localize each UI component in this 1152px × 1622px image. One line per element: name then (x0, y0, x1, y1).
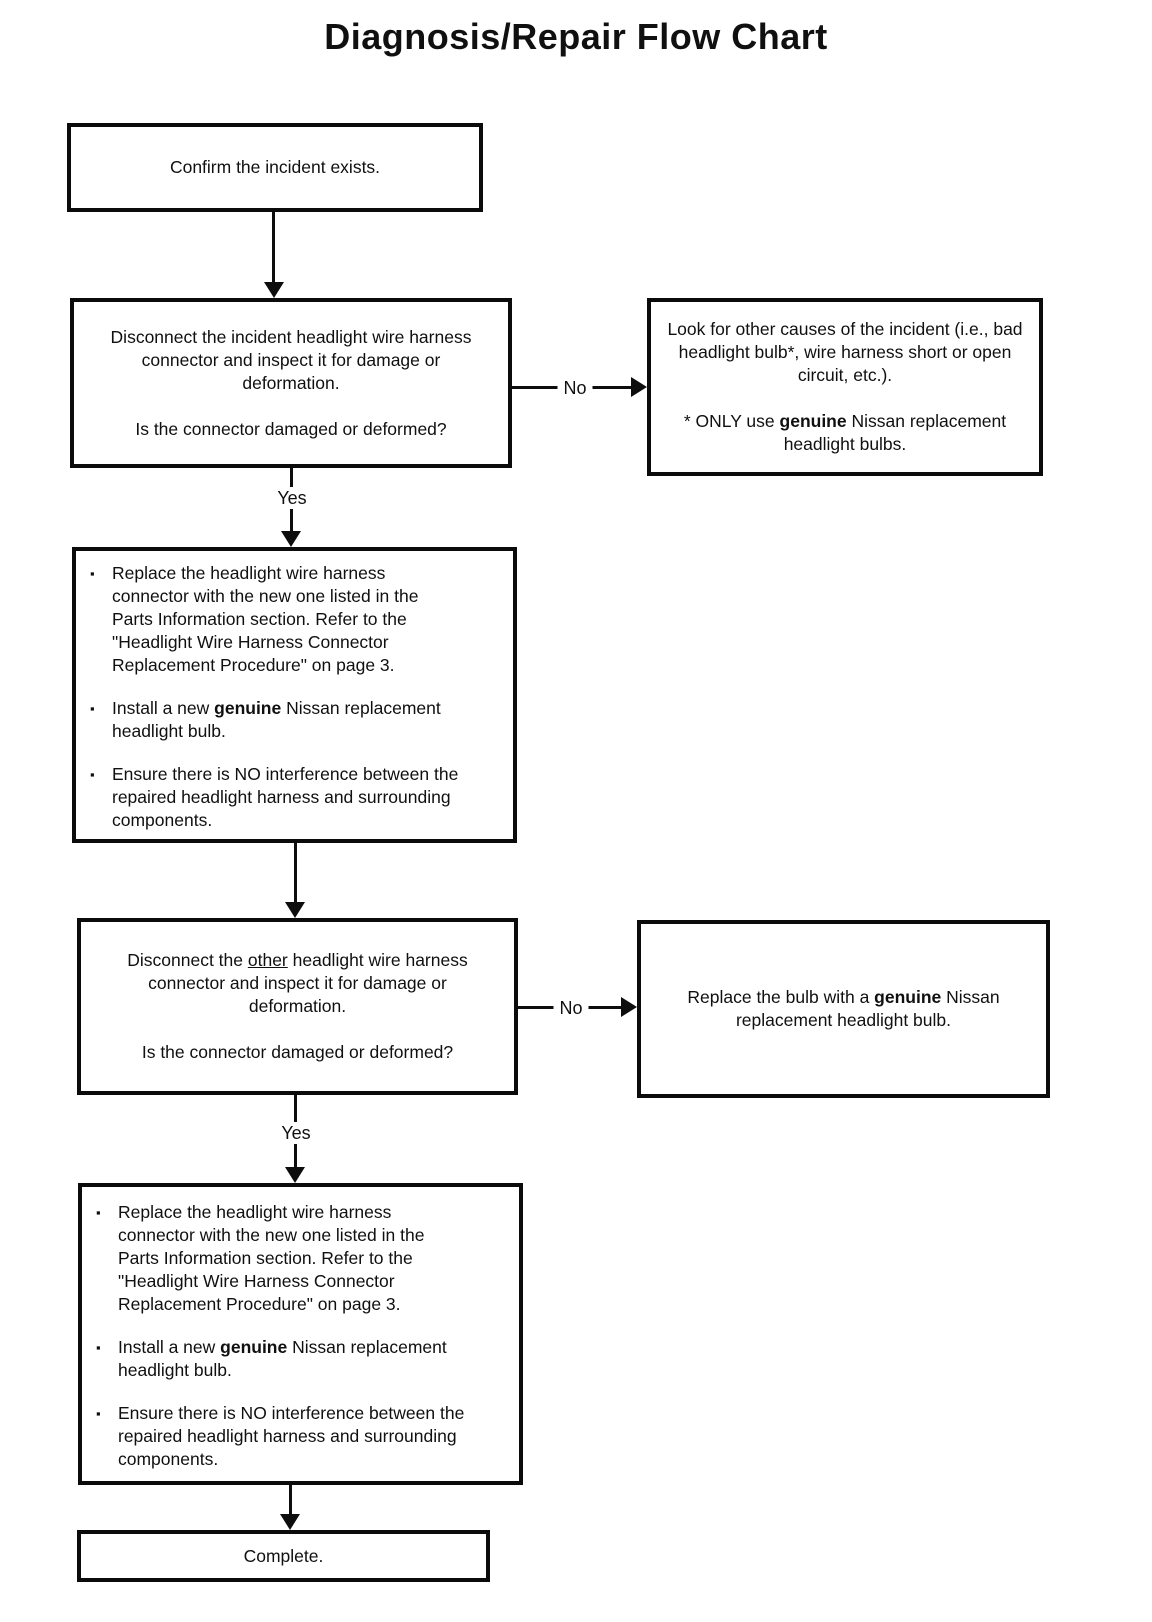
repair-step-text: Replace the headlight wire harness conne… (118, 1202, 425, 1314)
bullet-icon: ▪ (96, 1406, 101, 1421)
repair-step-text: Install a new genuine Nissan replacement… (118, 1337, 447, 1380)
bullet-icon: ▪ (96, 1205, 101, 1220)
complete-text: Complete. (243, 1545, 324, 1566)
bullet-icon: ▪ (96, 1340, 101, 1355)
arrow-right-icon (631, 377, 647, 397)
inspect-incident-text: Disconnect the incident headlight wire h… (110, 326, 472, 393)
arrow-down-icon (285, 1167, 305, 1183)
replace-bulb-box: Replace the bulb with a genuine Nissan r… (637, 920, 1050, 1098)
repair-step-text: Install a new genuine Nissan replacement… (112, 698, 441, 741)
complete-box: Complete. (77, 1530, 490, 1582)
inspect-incident-box: Disconnect the incident headlight wire h… (70, 298, 512, 468)
arrow-down-icon (280, 1514, 300, 1530)
repair-step-text: Ensure there is NO interference between … (112, 764, 459, 830)
bullet-icon: ▪ (90, 767, 95, 782)
replace-bulb-text: Replace the bulb with a genuine Nissan r… (687, 987, 1000, 1030)
other-causes-text: Look for other causes of the incident (i… (667, 319, 1023, 385)
other-causes-note: * ONLY use genuine Nissan replacement he… (683, 411, 1007, 454)
connector-line (272, 212, 275, 284)
bullet-item: ▪ Ensure there is NO interference betwee… (82, 1402, 519, 1471)
bullet-icon: ▪ (90, 566, 95, 581)
arrow-down-icon (285, 902, 305, 918)
page-title: Diagnosis/Repair Flow Chart (324, 16, 828, 57)
other-causes-box: Look for other causes of the incident (i… (647, 298, 1043, 476)
bullet-item: ▪ Install a new genuine Nissan replaceme… (76, 697, 513, 743)
arrow-down-icon (281, 531, 301, 547)
bullet-item: ▪ Ensure there is NO interference betwee… (76, 763, 513, 832)
arrow-down-icon (264, 282, 284, 298)
inspect-other-question: Is the connector damaged or deformed? (141, 1042, 454, 1062)
bullet-icon: ▪ (90, 701, 95, 716)
inspect-other-text: Disconnect the other headlight wire harn… (127, 950, 468, 1016)
repair-steps-box: ▪ Replace the headlight wire harness con… (72, 547, 517, 843)
connector-line (289, 1485, 292, 1517)
yes-label: Yes (275, 1122, 317, 1144)
bullet-item: ▪ Install a new genuine Nissan replaceme… (82, 1336, 519, 1382)
inspect-other-box: Disconnect the other headlight wire harn… (77, 918, 518, 1095)
bullet-item: ▪ Replace the headlight wire harness con… (76, 562, 513, 677)
inspect-incident-question: Is the connector damaged or deformed? (135, 418, 447, 439)
confirm-box: Confirm the incident exists. (67, 123, 483, 212)
no-label: No (553, 997, 589, 1019)
arrow-right-icon (621, 997, 637, 1017)
repair-steps-box: ▪ Replace the headlight wire harness con… (78, 1183, 523, 1485)
confirm-text: Confirm the incident exists. (169, 157, 381, 177)
no-label: No (557, 377, 593, 399)
bullet-item: ▪ Replace the headlight wire harness con… (82, 1201, 519, 1316)
connector-line (294, 843, 297, 905)
repair-step-text: Ensure there is NO interference between … (118, 1403, 465, 1469)
repair-step-text: Replace the headlight wire harness conne… (112, 563, 419, 675)
yes-label: Yes (271, 487, 313, 509)
